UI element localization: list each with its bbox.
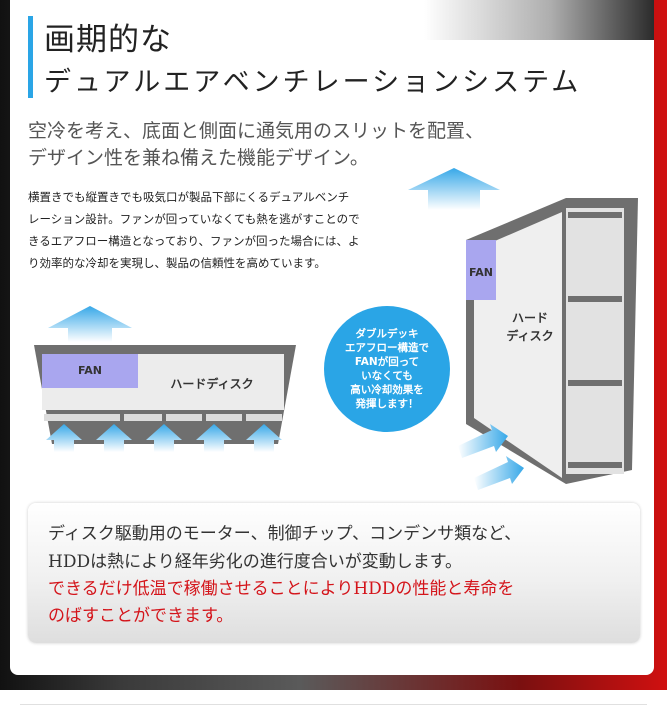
feature-bubble-text: ダブルデッキ エアフロー構造で FANが回って いなくても 高い冷却効果を 発揮… [345,328,429,410]
vertical-disk-label-2: ディスク [506,328,553,343]
arrow-up-icon [196,424,232,452]
title-line-1: 画期的な [44,22,172,58]
hdd-lifetime-note: ディスク駆動用のモーター、制御チップ、コンデンサ類など、 HDDは熱により経年劣… [28,503,640,643]
bottom-slit [246,414,282,421]
arrow-up-icon [146,424,182,452]
description-line-3: きるエアフロー構造となっており、ファンが回った場合には、よ [28,234,360,248]
vertical-fan-block [466,240,496,300]
arrow-right-icon [458,424,508,458]
fan-label: FAN [78,364,102,377]
airflow-diagram: FAN ハードディスク FAN ハード ディスク [34,168,638,490]
bottom-slit [124,414,162,421]
arrow-right-icon [474,456,524,490]
bottom-divider [20,704,647,705]
arrow-up-icon [46,424,82,452]
vertical-disk-label-1: ハード [512,311,548,325]
arrow-up-icon [408,168,500,210]
subtitle: 空冷を考え、底面と側面に通気用のスリットを配置、 デザイン性を兼ね備えた機能デザ… [28,118,484,172]
bottom-slit [166,414,202,421]
subtitle-line-2: デザイン性を兼ね備えた機能デザイン。 [28,147,369,169]
subtitle-line-1: 空冷を考え、底面と側面に通気用のスリットを配置、 [28,120,485,142]
fan-block [42,354,138,388]
note-emphasis-line-2: のばすことができます。 [48,606,234,626]
arrow-up-icon [96,424,132,452]
description-line-2: レーション設計。ファンが回っていなくても熱を逃がすことので [28,212,360,226]
header-gradient [424,0,654,40]
side-slit [568,296,622,302]
vertical-case-slit-column [566,208,624,474]
side-slit [568,212,622,218]
arrow-up-icon [48,306,132,342]
hard-disk-label: ハードディスク [170,376,253,391]
bottom-slit [44,414,120,421]
note-line-1: ディスク駆動用のモーター、制御チップ、コンデンサ類など、 [48,524,522,544]
feature-bubble: ダブルデッキ エアフロー構造で FANが回って いなくても 高い冷却効果を 発揮… [324,306,450,432]
description: 横置きでも縦置きでも吸気口が製品下部にくるデュアルベンチ レーション設計。ファン… [28,186,400,274]
bottom-slit [206,414,242,421]
arrow-up-icon [246,424,282,452]
note-line-2: HDDは熱により経年劣化の進行度合いが変動します。 [48,552,463,572]
side-slit [568,380,622,386]
vertical-fan-label: FAN [469,266,493,279]
side-slit [568,462,622,468]
description-line-1: 横置きでも縦置きでも吸気口が製品下部にくるデュアルベンチ [28,190,350,204]
description-line-4: り効率的な冷却を実現し、製品の信頼性を高めています。 [28,256,326,270]
note-emphasis-line-1: できるだけ低温で稼働させることによりHDDの性能と寿命を [48,579,515,599]
title-accent-bar [28,16,33,98]
title-line-2: デュアルエアベンチレーションシステム [44,67,582,98]
